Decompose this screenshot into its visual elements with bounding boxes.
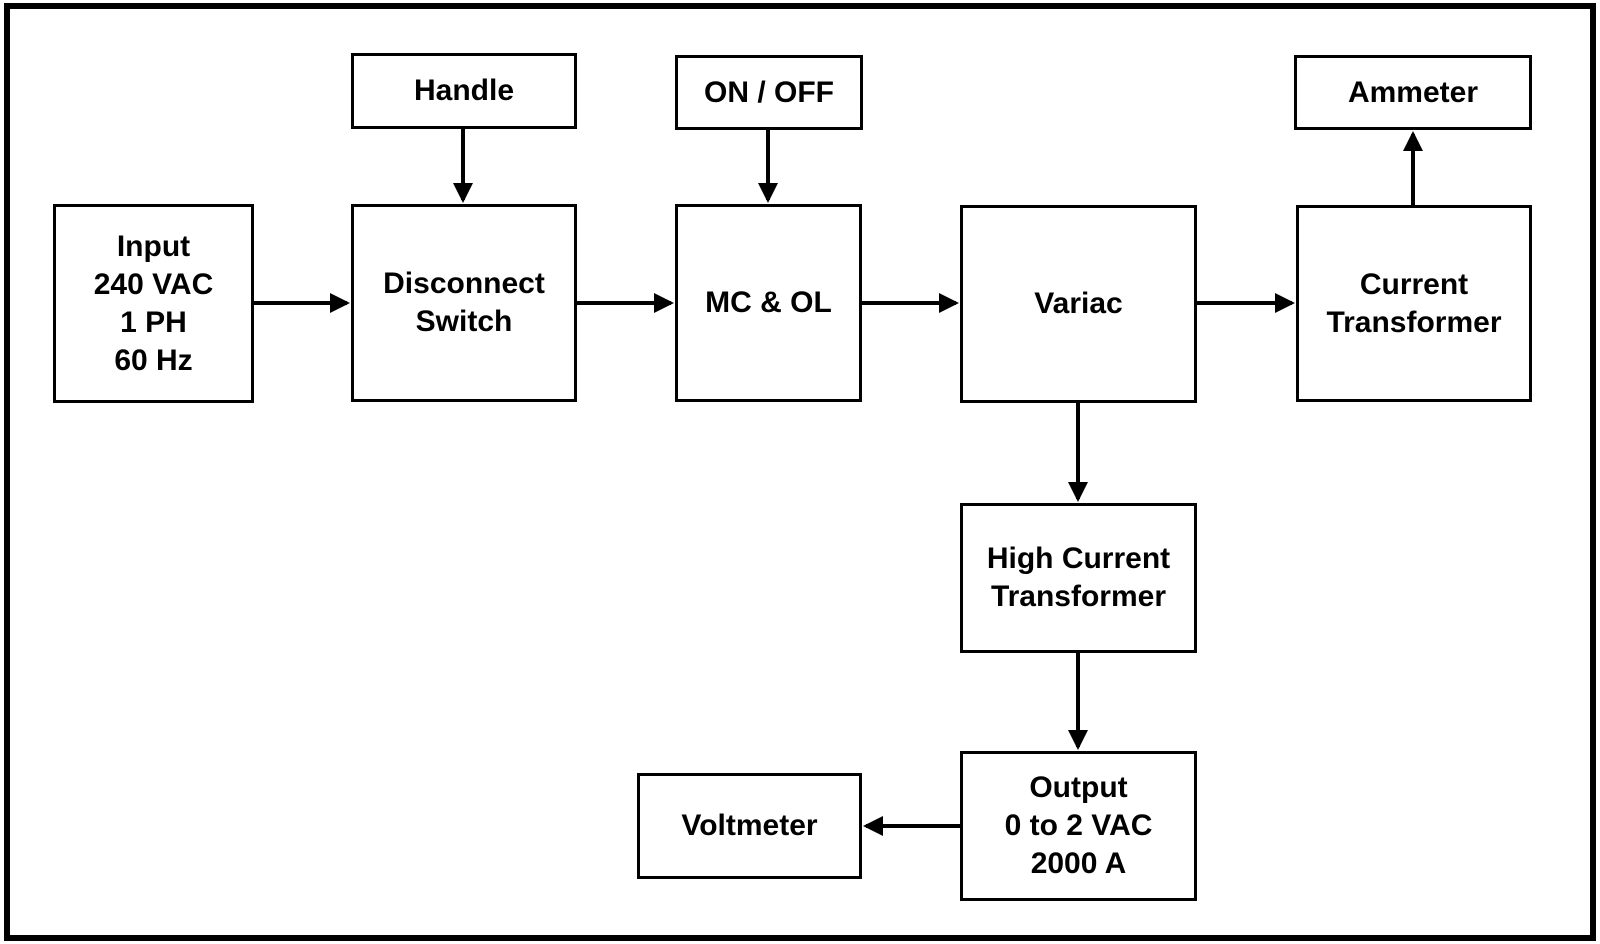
node-label-line: 2000 A [1030,847,1127,880]
node-label: Ammeter [1347,75,1479,109]
node-variac: Variac [960,205,1197,403]
node-label-line: High Current [986,542,1171,575]
node-label-line: Input [116,229,191,263]
node-input: Input 240 VAC 1 PH 60 Hz [53,204,254,403]
node-label-line: Current [1359,267,1469,301]
node-label-line: Transformer [1326,305,1502,339]
node-label-line: Transformer [990,580,1167,613]
node-label-line: 240 VAC [93,267,214,301]
node-ammeter: Ammeter [1294,55,1532,130]
node-label-line: Disconnect [383,267,545,300]
node-label-line: Switch [415,305,513,338]
node-label: Handle [413,74,515,107]
node-handle: Handle [351,53,577,129]
node-label: Variac [1034,287,1123,320]
node-voltmeter: Voltmeter [637,773,862,879]
node-mc-ol: MC & OL [675,204,862,402]
node-output: Output 0 to 2 VAC 2000 A [960,751,1197,901]
node-label-line: 60 Hz [114,343,193,377]
node-on-off: ON / OFF [675,55,863,130]
node-label: MC & OL [705,286,832,319]
node-label: Voltmeter [681,809,818,842]
node-high-current-transformer: High Current Transformer [960,503,1197,653]
node-label: ON / OFF [704,75,834,109]
node-disconnect-switch: Disconnect Switch [351,204,577,402]
node-label-line: Output [1029,771,1128,804]
node-label-line: 1 PH [120,305,187,339]
node-current-transformer: Current Transformer [1296,205,1532,402]
node-label-line: 0 to 2 VAC [1004,809,1153,842]
